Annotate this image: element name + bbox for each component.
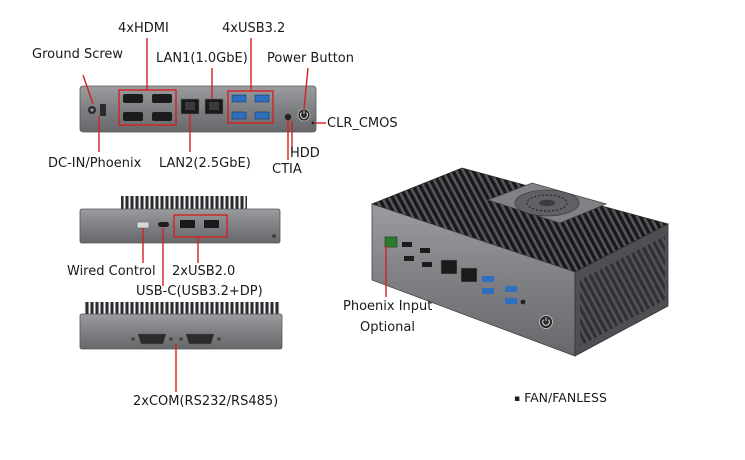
phoenix-optional-label: Optional [360, 320, 415, 335]
fan-fanless-note: ▪ FAN/FANLESS [514, 390, 607, 405]
hdmi-ports [123, 94, 172, 121]
hdmi-label: 4xHDMI [118, 21, 169, 36]
phoenix-input-label: Phoenix Input [343, 299, 433, 314]
com-label: 2xCOM(RS232/RS485) [133, 394, 279, 409]
ground-screw-label: Ground Screw [32, 47, 124, 62]
hdd-label: HDD [290, 146, 320, 161]
usb32-label: 4xUSB3.2 [222, 21, 286, 36]
side-panel-device [79, 302, 283, 350]
clr-cmos-label: CLR_CMOS [327, 116, 398, 131]
isometric-device [370, 167, 670, 357]
usb-c-label: USB-C(USB3.2+DP) [136, 284, 263, 299]
fan-fanless-text: FAN/FANLESS [524, 390, 607, 405]
lan-ports [180, 98, 224, 115]
rear-callouts [82, 38, 326, 160]
front-panel-device [79, 196, 281, 244]
lan1-label: LAN1(1.0GbE) [156, 51, 248, 66]
usb20-label: 2xUSB2.0 [172, 264, 236, 279]
bullet-icon: ▪ [514, 394, 521, 404]
rear-panel-device [79, 85, 317, 133]
wired-control-label: Wired Control [67, 264, 156, 279]
power-button-label: Power Button [267, 51, 354, 66]
usb32-ports [231, 94, 270, 120]
ctia-label: CTIA [272, 162, 302, 177]
dc-in-label: DC-IN/Phoenix [48, 156, 142, 171]
front-callouts [142, 214, 228, 286]
lan2-label: LAN2(2.5GbE) [159, 156, 251, 171]
